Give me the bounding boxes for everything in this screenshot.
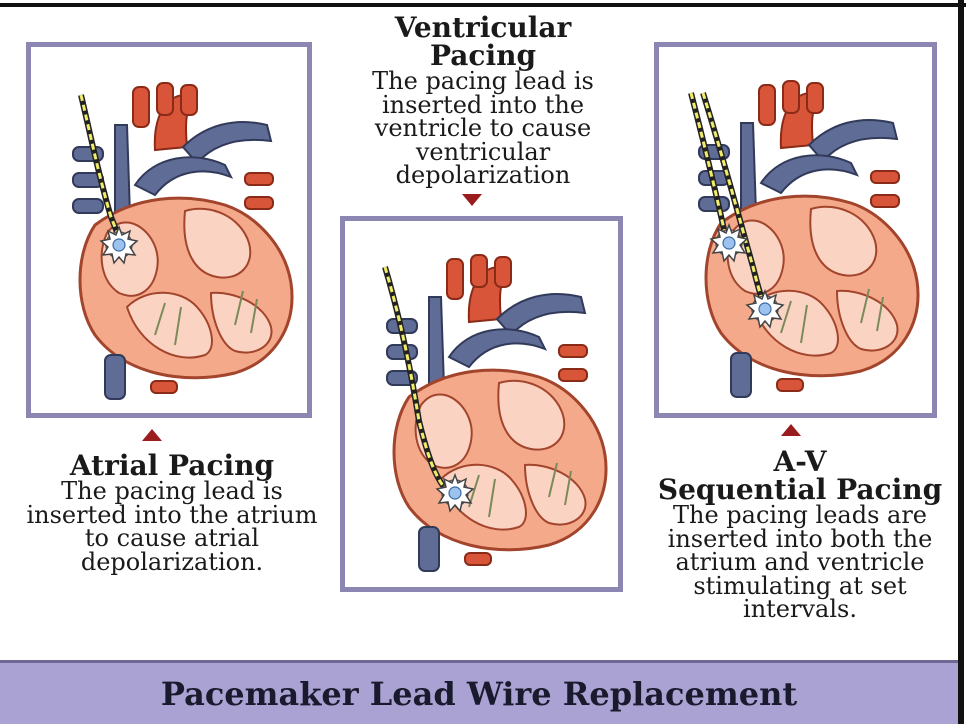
top-rule [0,3,966,7]
footer-bar: Pacemaker Lead Wire Replacement [0,660,958,724]
right-rule [958,0,964,724]
atrial-pointer-arrow [142,429,162,441]
heart-illustration-ventricular [345,221,618,587]
heart-illustration-atrial [31,47,307,413]
ventricular-pacing-caption: Ventricular Pacing The pacing lead is in… [340,14,626,188]
footer-title: Pacemaker Lead Wire Replacement [161,675,797,713]
atrial-pacing-title: Atrial Pacing [22,452,322,480]
ventricular-pacing-title: Ventricular Pacing [340,14,626,70]
ventricular-pacing-description: The pacing lead is inserted into the ven… [340,70,626,188]
av-sequential-pacing-caption: A-V Sequential Pacing The pacing leads a… [655,448,945,622]
heart-illustration-av [659,47,932,413]
atrial-pacing-panel [26,42,312,418]
atrial-pacing-description: The pacing lead is inserted into the atr… [22,480,322,574]
av-pointer-arrow [781,424,801,436]
av-sequential-pacing-panel [654,42,937,418]
av-sequential-pacing-title: A-V Sequential Pacing [655,448,945,504]
av-sequential-pacing-description: The pacing leads are inserted into both … [655,504,945,622]
ventricular-pointer-arrow [462,194,482,206]
atrial-pacing-caption: Atrial Pacing The pacing lead is inserte… [22,452,322,574]
ventricular-pacing-panel [340,216,623,592]
